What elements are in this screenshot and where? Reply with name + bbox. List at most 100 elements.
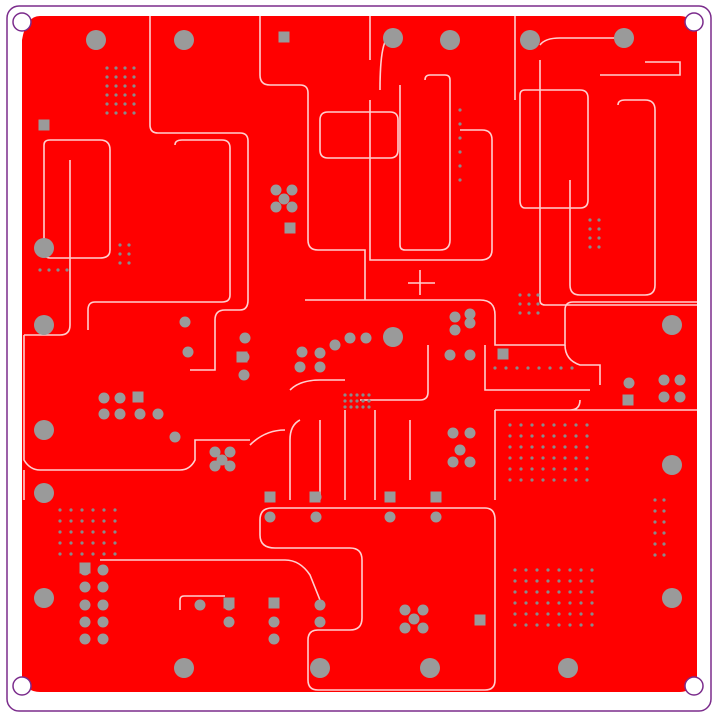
via xyxy=(563,478,567,482)
via xyxy=(568,579,572,583)
mounting-hole xyxy=(12,676,32,696)
via xyxy=(105,102,109,106)
via xyxy=(546,568,550,572)
via xyxy=(458,108,462,112)
mounting-holes xyxy=(12,12,704,696)
pad xyxy=(97,581,109,593)
via xyxy=(114,111,118,115)
pour-boundary xyxy=(319,111,399,159)
via xyxy=(541,467,545,471)
via xyxy=(597,245,601,249)
pad xyxy=(97,564,109,576)
via xyxy=(458,122,462,126)
via xyxy=(653,509,657,513)
pad-large xyxy=(174,30,194,50)
pad xyxy=(239,332,251,344)
pad xyxy=(623,377,635,389)
via xyxy=(579,612,583,616)
via xyxy=(535,601,539,605)
via xyxy=(343,399,347,403)
pad-square xyxy=(497,348,509,360)
via xyxy=(574,445,578,449)
via xyxy=(69,552,73,556)
via xyxy=(563,456,567,460)
via xyxy=(80,519,84,523)
via xyxy=(530,456,534,460)
via xyxy=(508,478,512,482)
pour-boundary xyxy=(569,99,656,296)
pad-large xyxy=(34,238,54,258)
via xyxy=(541,445,545,449)
via xyxy=(588,227,592,231)
via xyxy=(458,150,462,154)
via xyxy=(91,519,95,523)
pad-square xyxy=(309,491,321,503)
pad-large xyxy=(520,30,540,50)
via xyxy=(102,541,106,545)
pad-large xyxy=(86,30,106,50)
pour-boundary xyxy=(289,345,429,401)
via xyxy=(504,366,508,370)
pad xyxy=(464,317,476,329)
pad xyxy=(98,392,110,404)
pad xyxy=(270,184,282,196)
via xyxy=(114,75,118,79)
via xyxy=(535,579,539,583)
via xyxy=(579,590,583,594)
pad xyxy=(296,346,308,358)
pad xyxy=(79,581,91,593)
via xyxy=(590,579,594,583)
via xyxy=(513,623,517,627)
via xyxy=(585,478,589,482)
via xyxy=(508,445,512,449)
via xyxy=(114,66,118,70)
via xyxy=(493,366,497,370)
pad xyxy=(329,339,341,351)
via xyxy=(508,434,512,438)
pour-boundary xyxy=(519,89,589,209)
pad-large xyxy=(614,28,634,48)
via xyxy=(69,508,73,512)
via xyxy=(458,178,462,182)
via xyxy=(546,623,550,627)
via xyxy=(519,434,523,438)
via xyxy=(574,434,578,438)
via xyxy=(113,508,117,512)
via xyxy=(524,568,528,572)
via xyxy=(585,467,589,471)
via xyxy=(69,541,73,545)
via xyxy=(355,393,359,397)
pad-square xyxy=(264,491,276,503)
via xyxy=(132,84,136,88)
pad xyxy=(216,454,228,466)
via xyxy=(519,478,523,482)
pour-boundary xyxy=(494,399,697,500)
via xyxy=(557,579,561,583)
via xyxy=(535,623,539,627)
via xyxy=(524,590,528,594)
via xyxy=(58,508,62,512)
via xyxy=(113,541,117,545)
via xyxy=(513,579,517,583)
pad xyxy=(417,604,429,616)
via xyxy=(653,498,657,502)
pad-square xyxy=(474,614,486,626)
via xyxy=(568,568,572,572)
via xyxy=(590,590,594,594)
via xyxy=(557,590,561,594)
via xyxy=(552,445,556,449)
pad xyxy=(182,346,194,358)
pad xyxy=(134,408,146,420)
pad xyxy=(449,311,461,323)
via xyxy=(662,520,666,524)
pad xyxy=(430,511,442,523)
via xyxy=(527,311,531,315)
via xyxy=(105,84,109,88)
pad-square xyxy=(384,491,396,503)
pad xyxy=(658,374,670,386)
pad-square xyxy=(278,31,290,43)
via xyxy=(662,509,666,513)
via xyxy=(552,434,556,438)
via xyxy=(80,530,84,534)
